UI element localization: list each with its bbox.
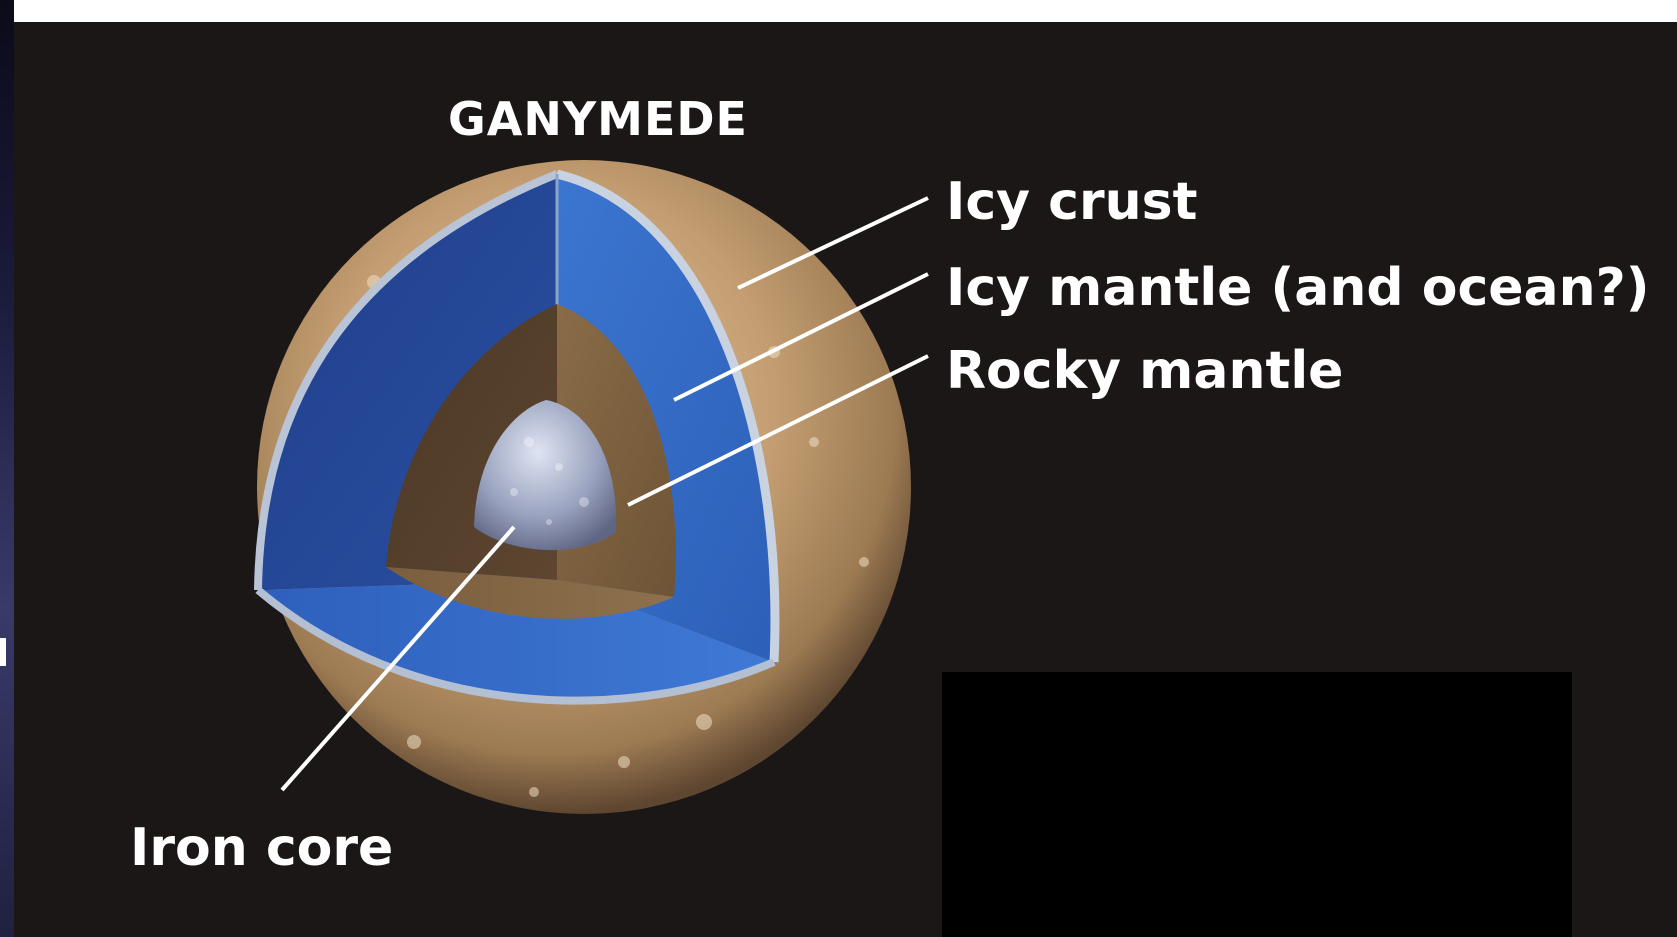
edge-text-fragment [0,638,6,666]
redaction-box [942,672,1572,937]
label-icy-mantle: Icy mantle (and ocean?) [946,262,1650,314]
diagram-title: GANYMEDE [448,96,748,142]
label-rocky-mantle: Rocky mantle [946,345,1343,397]
label-icy-crust: Icy crust [946,176,1197,228]
top-border-bar [0,0,1677,22]
label-iron-core: Iron core [130,822,393,874]
ganymede-figure: GANYMEDE Icy crust Icy mantle (and ocean… [14,22,1677,937]
left-edge-strip [0,0,14,937]
